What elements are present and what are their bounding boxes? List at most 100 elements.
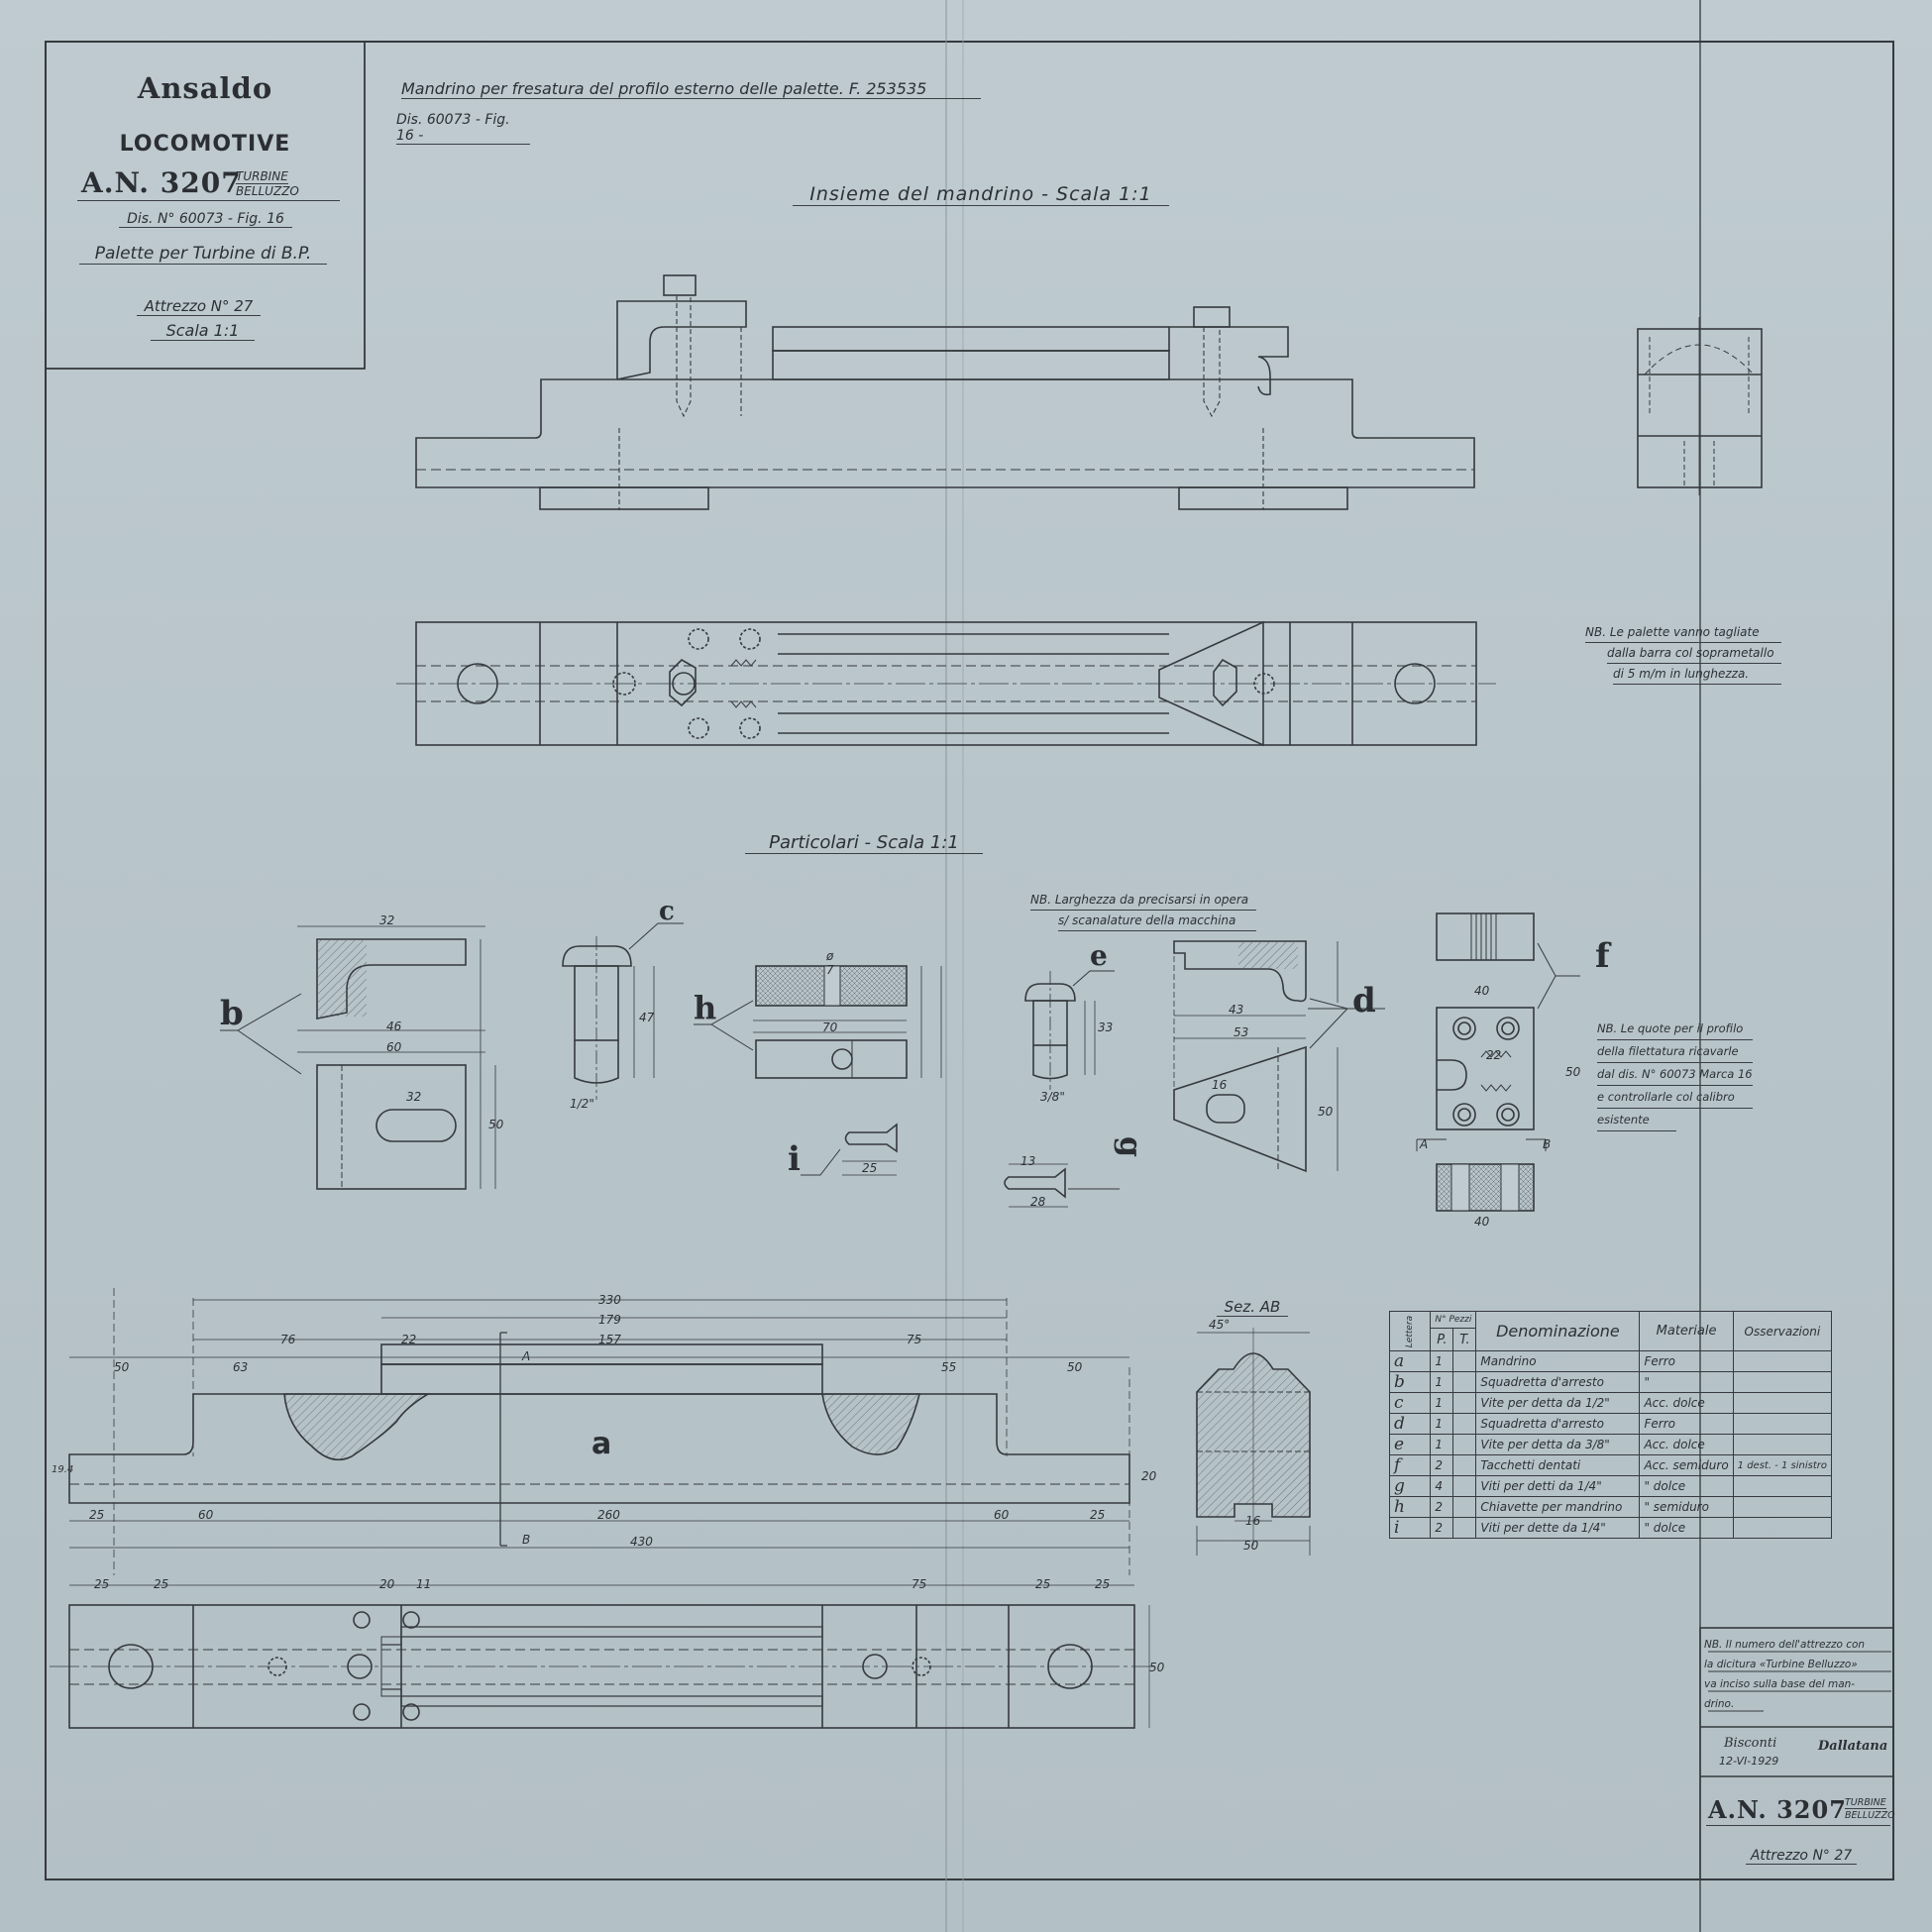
cell-letter: c xyxy=(1388,1392,1432,1414)
cell-notes xyxy=(1732,1496,1833,1518)
part-b-drawing xyxy=(220,925,496,1190)
cell-name: Chiavette per mandrino xyxy=(1475,1496,1641,1518)
part-label-i: i xyxy=(788,1139,801,1179)
dim-h-dia: ø 7 xyxy=(826,949,834,977)
part-label-d: d xyxy=(1352,981,1376,1020)
footer-suffix-bottom: BELLUZZO xyxy=(1845,1810,1895,1821)
assembly-section-title: Insieme del mandrino - Scala 1:1 xyxy=(793,183,1169,206)
dim-plan-25d: 25 xyxy=(1095,1577,1111,1591)
part-a-side-view xyxy=(68,1288,1130,1575)
cell-pieces-p: 1 xyxy=(1430,1371,1454,1393)
cell-name: Viti per dette da 1/4" xyxy=(1475,1517,1641,1539)
signature-approver: Dallatana xyxy=(1818,1739,1888,1754)
header-pieces: N° Pezzi xyxy=(1430,1311,1477,1329)
dim-430: 430 xyxy=(630,1535,653,1549)
dim-plan-11: 11 xyxy=(416,1577,432,1591)
cell-name: Squadretta d'arresto xyxy=(1475,1413,1641,1435)
note-line: e controllarle col calibro xyxy=(1597,1086,1753,1109)
cell-material: Acc. dolce xyxy=(1639,1392,1734,1414)
table-header-row: Lettera N° Pezzi Denominazione Materiale… xyxy=(1388,1311,1833,1351)
cell-notes xyxy=(1732,1475,1833,1497)
cell-pieces-t xyxy=(1452,1350,1477,1372)
part-label-g: g xyxy=(1112,1136,1147,1157)
part-d-drawing xyxy=(1173,940,1385,1173)
drawing-ref: Dis. N° 60073 - Fig. 16 xyxy=(119,211,292,228)
part-label-b: b xyxy=(220,994,244,1033)
dim-plan-75: 75 xyxy=(912,1577,927,1591)
dim-plan-25b: 25 xyxy=(154,1577,169,1591)
dim-d-53: 53 xyxy=(1234,1025,1249,1039)
dim-50-right: 50 xyxy=(1067,1360,1083,1374)
dim-h-70: 70 xyxy=(822,1020,838,1034)
cell-material: " semiduro xyxy=(1639,1496,1734,1518)
assembly-side-view xyxy=(1637,317,1763,495)
dim-sec-50: 50 xyxy=(1243,1539,1259,1553)
part-label-h: h xyxy=(694,989,717,1026)
dim-60-bl: 60 xyxy=(198,1508,214,1522)
note-width: NB. Larghezza da precisarsi in opera s/ … xyxy=(1030,890,1256,931)
header-name: Denominazione xyxy=(1475,1311,1641,1351)
dim-f-22: 22 xyxy=(1486,1048,1502,1062)
cell-letter: e xyxy=(1388,1434,1432,1455)
note-line: NB. Il numero dell'attrezzo con xyxy=(1704,1639,1866,1651)
cell-material: " dolce xyxy=(1639,1475,1734,1497)
cell-pieces-t xyxy=(1452,1434,1477,1455)
footer-order-line: A.N. 3207 TURBINE BELLUZZO xyxy=(1706,1793,1895,1826)
cell-name: Mandrino xyxy=(1475,1350,1641,1372)
cell-material: " dolce xyxy=(1639,1517,1734,1539)
cell-pieces-p: 2 xyxy=(1430,1517,1454,1539)
dim-d-16: 16 xyxy=(1212,1078,1228,1092)
order-suffix-top: TURBINE xyxy=(236,169,288,184)
dim-g-28: 28 xyxy=(1030,1195,1046,1209)
footer-suffix-top: TURBINE xyxy=(1845,1797,1886,1809)
cell-pieces-t xyxy=(1452,1496,1477,1518)
cell-letter: d xyxy=(1388,1413,1432,1435)
dim-d-43: 43 xyxy=(1229,1003,1244,1017)
cell-notes xyxy=(1732,1517,1833,1539)
note-pallets-cut: NB. Le palette vanno tagliate dalla barr… xyxy=(1585,622,1781,685)
part-label-e: e xyxy=(1090,939,1108,972)
note-thread: NB. Le quote per il profilo della filett… xyxy=(1597,1018,1753,1131)
note-line: dalla barra col soprametallo xyxy=(1607,643,1781,664)
header-letter: Lettera xyxy=(1388,1311,1432,1351)
footer-order-number: A.N. 3207 xyxy=(1708,1795,1847,1824)
note-line: drino. xyxy=(1704,1698,1735,1710)
drawing-title: Mandrino per fresatura del profilo ester… xyxy=(401,79,981,99)
signature-date: 12-VI-1929 xyxy=(1719,1755,1779,1768)
section-ab-view xyxy=(1196,1328,1311,1556)
cell-notes xyxy=(1732,1434,1833,1455)
parts-table: Lettera N° Pezzi Denominazione Materiale… xyxy=(1388,1311,1833,1539)
drawing-subtitle: Dis. 60073 - Fig. 16 - xyxy=(396,112,530,145)
note-engraving: NB. Il numero dell'attrezzo con la dicit… xyxy=(1704,1635,1890,1714)
cell-notes xyxy=(1732,1392,1833,1414)
cell-pieces-p: 2 xyxy=(1430,1454,1454,1476)
header-material: Materiale xyxy=(1639,1311,1734,1351)
cell-pieces-p: 1 xyxy=(1430,1413,1454,1435)
part-g-drawing xyxy=(1004,1163,1120,1208)
assembly-plan-view xyxy=(396,620,1496,747)
cell-name: Vite per detta da 1/2" xyxy=(1475,1392,1641,1414)
right-blocks-frame xyxy=(1699,1627,1894,1880)
company-name: Ansaldo xyxy=(137,71,273,105)
title-block-frame xyxy=(45,41,366,370)
dim-i-25: 25 xyxy=(862,1161,878,1175)
cell-letter: a xyxy=(1388,1350,1432,1372)
dim-b-60: 60 xyxy=(386,1040,402,1054)
header-t: T. xyxy=(1452,1328,1477,1351)
dim-50-left: 50 xyxy=(114,1360,130,1374)
dim-76: 76 xyxy=(280,1333,296,1346)
dim-25-br: 25 xyxy=(1090,1508,1106,1522)
dim-b-slot-32: 32 xyxy=(406,1090,422,1104)
assembly-front-view xyxy=(415,274,1475,510)
part-label-c: c xyxy=(659,897,675,926)
cell-name: Squadretta d'arresto xyxy=(1475,1371,1641,1393)
cell-letter: b xyxy=(1388,1371,1432,1393)
section-ab-title: Sez. AB xyxy=(1217,1298,1288,1317)
subject: Palette per Turbine di B.P. xyxy=(79,244,327,265)
dim-20-right: 20 xyxy=(1141,1469,1157,1483)
